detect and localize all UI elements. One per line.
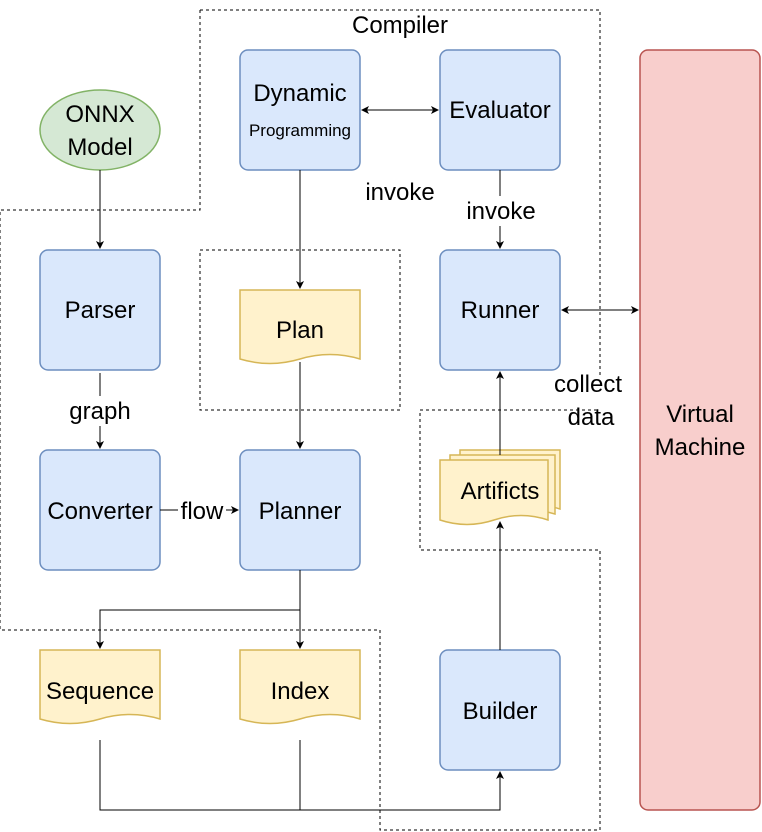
compiler-region-label: Compiler [352,12,448,39]
virtual-machine-label-line2: Machine [655,434,746,461]
invoke-eval-label-bg [458,196,544,226]
artifacts-node [439,459,549,526]
converter-label: Converter [47,498,152,525]
edge-planner-to-sequence [96,570,301,649]
planner-label: Planner [259,498,342,525]
builder-label: Builder [463,698,538,725]
virtual-machine-label-line1: Virtual [666,401,734,428]
evaluator-label: Evaluator [449,97,550,124]
onnx-model-label-line1: ONNX [65,101,134,128]
sequence-label: Sequence [46,678,154,705]
index-label: Index [271,678,330,705]
dynamic-programming-label-line1: Dynamic [253,80,346,107]
artifacts-label: Artificts [461,478,540,505]
index-node [239,649,361,725]
virtual-machine-node [639,49,761,811]
graph-edge-label: graph [69,398,130,425]
onnx-model-label-line2: Model [67,134,132,161]
sequence-node [39,649,161,725]
dynamic-programming-node [239,49,361,171]
invoke-eval-edge-label: invoke [466,198,535,225]
flow-label-bg [178,497,226,523]
compiler-region-outline [0,9,601,831]
graph-label-bg [60,396,140,426]
runner-label: Runner [461,297,540,324]
parser-node [39,249,161,371]
plan-label: Plan [276,317,324,344]
plan-node [239,289,361,365]
dynamic-programming-label-line2: Programming [249,121,351,140]
collect-data-label-line1: collect [554,371,622,398]
runner-node [439,249,561,371]
invoke-dp-edge-label: invoke [365,179,434,206]
parser-label: Parser [65,297,136,324]
flow-edge-label: flow [181,498,224,525]
collect-data-label-line2: data [568,404,615,431]
